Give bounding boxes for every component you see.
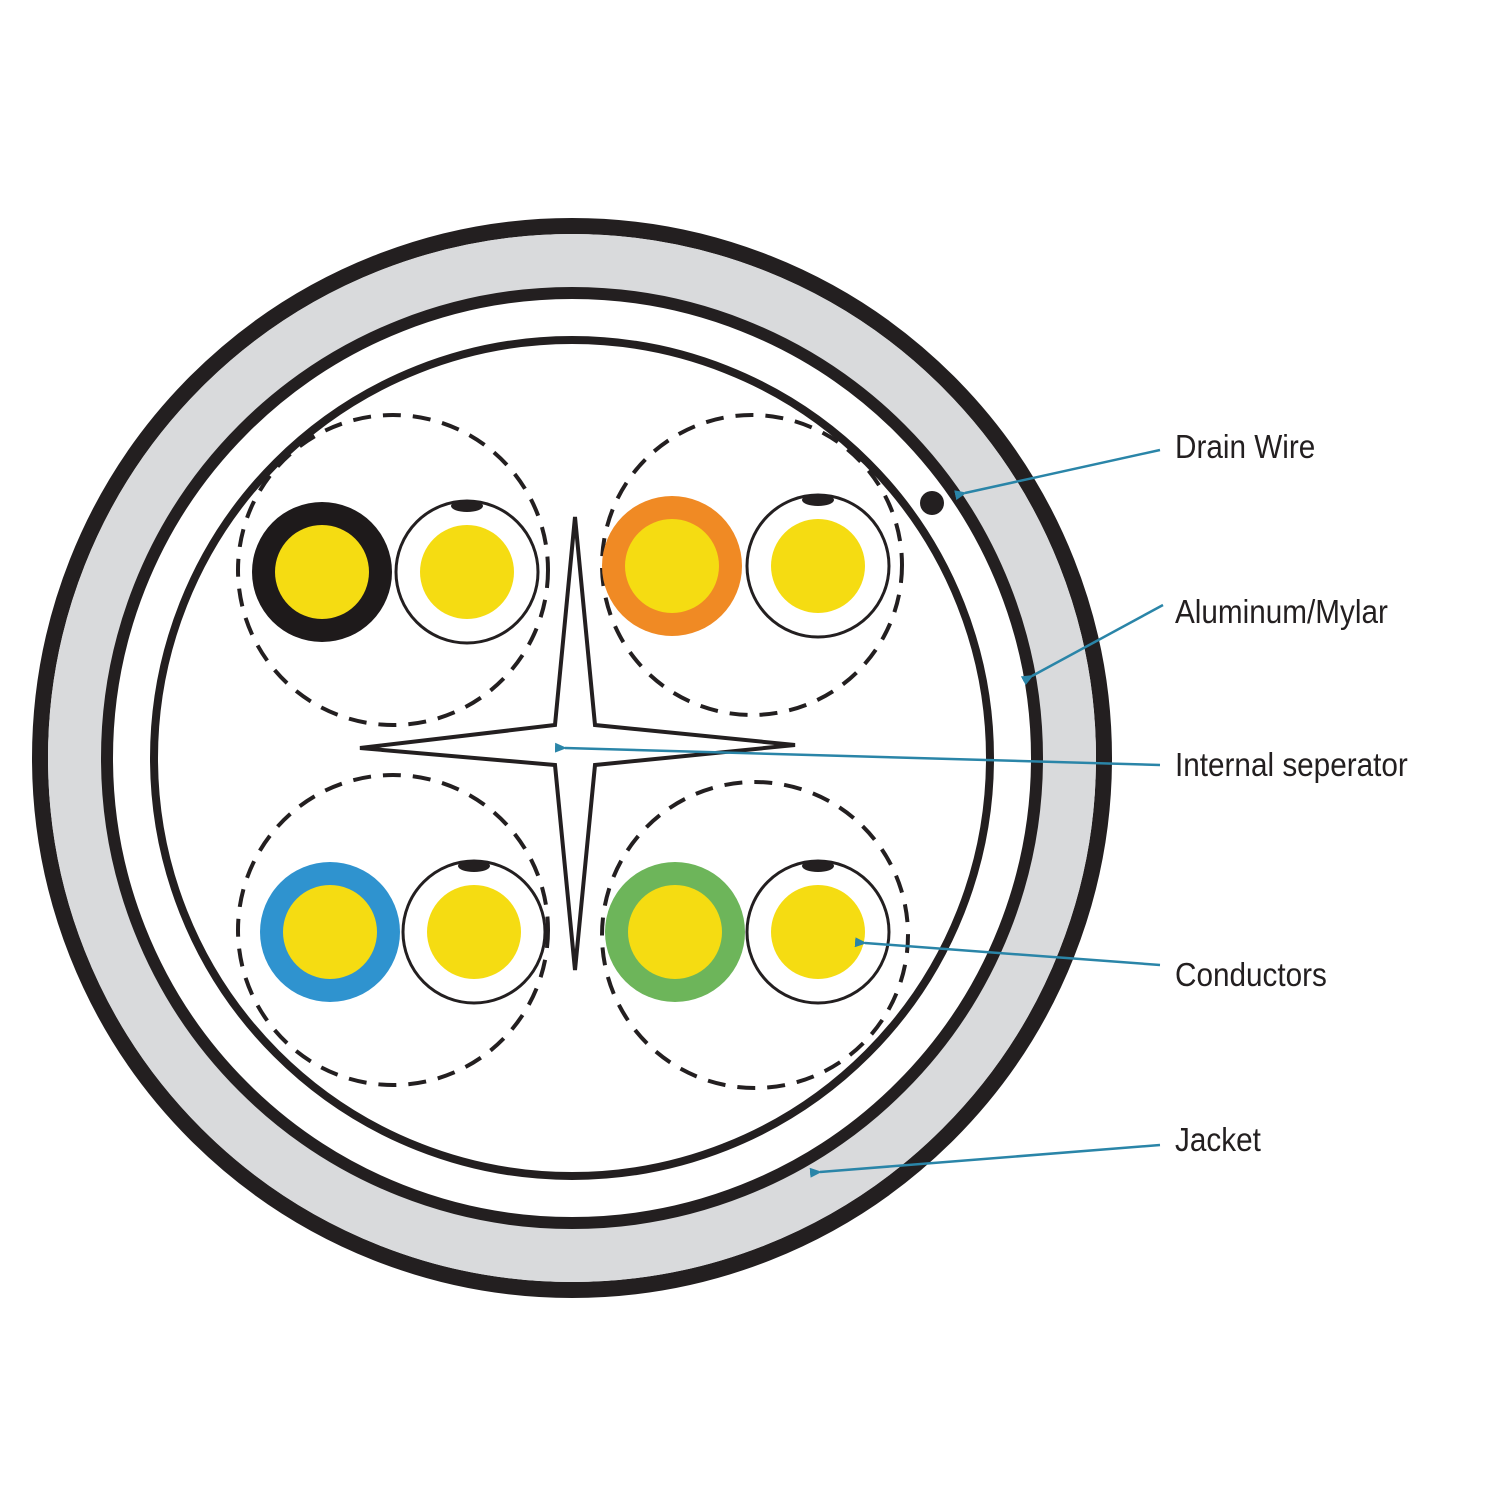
conductors-label: Conductors: [1175, 956, 1327, 993]
conductor-colored-2: [625, 519, 719, 613]
conductors-arrow: [854, 937, 1161, 967]
stripe-mark-2: [802, 494, 834, 506]
jacket-arrow: [809, 1143, 1161, 1178]
internal-separator-arrow: [554, 742, 1161, 767]
drain-wire: [920, 491, 944, 515]
stripe-mark-4: [802, 860, 834, 872]
aluminum-mylar-label: Aluminum/Mylar: [1175, 593, 1388, 630]
stripe-mark-1: [451, 500, 483, 512]
conductor-colored-3: [283, 885, 377, 979]
conductor-white-3: [427, 885, 521, 979]
jacket-label: Jacket: [1175, 1121, 1261, 1158]
stripe-mark-3: [458, 860, 490, 872]
conductor-white-1: [420, 525, 514, 619]
conductor-white-4: [771, 885, 865, 979]
pair-boundary-4: [600, 780, 910, 1090]
aluminum-mylar-arrow: [1020, 603, 1164, 686]
pair-boundary-3: [236, 773, 550, 1087]
conductor-white-2: [771, 519, 865, 613]
jacket-fill: [48, 234, 1096, 1282]
drain-wire-label: Drain Wire: [1175, 428, 1316, 465]
conductor-colored-1: [275, 525, 369, 619]
internal-separator: [359, 516, 796, 971]
pair-boundary-2: [600, 413, 904, 717]
pair-boundary-1: [236, 413, 550, 727]
conductor-colored-4: [628, 885, 722, 979]
internal-separator-label: Internal seperator: [1175, 746, 1408, 783]
drain-wire-arrow: [954, 448, 1161, 501]
